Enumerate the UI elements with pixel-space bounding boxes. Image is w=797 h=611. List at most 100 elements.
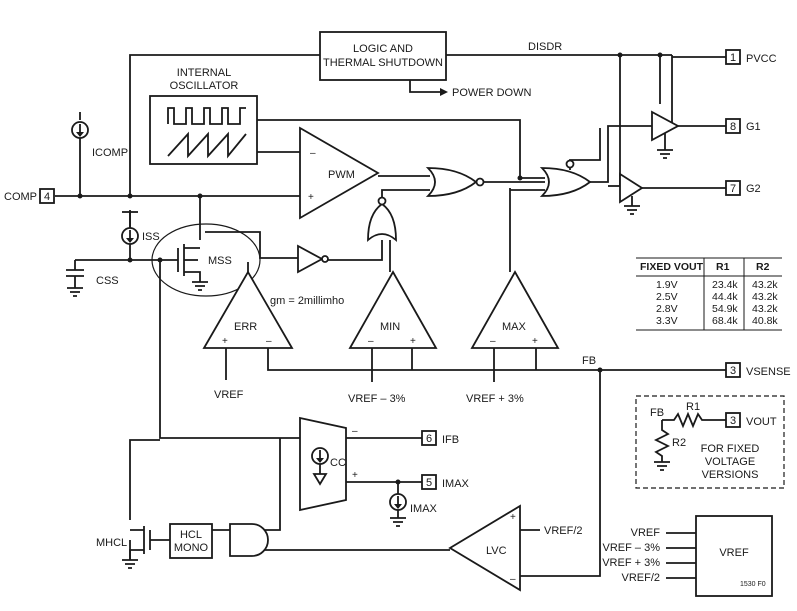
- svg-text:MSS: MSS: [208, 255, 232, 267]
- svg-text:2.5V: 2.5V: [656, 291, 678, 303]
- nor-gate-2: [367, 196, 397, 242]
- min-comparator: MIN – +: [348, 270, 438, 349]
- pin-8-g1: 8 G1: [725, 118, 761, 134]
- vref-label: VREF: [214, 389, 244, 401]
- nor-gate-3: [539, 159, 592, 197]
- svg-text:MIN: MIN: [380, 321, 400, 333]
- css-capacitor: CSS: [66, 269, 119, 297]
- svg-text:VOUT: VOUT: [746, 416, 777, 428]
- svg-text:ISS: ISS: [142, 231, 160, 243]
- svg-text:VSENSE: VSENSE: [746, 366, 791, 378]
- svg-text:IMAX: IMAX: [410, 503, 438, 515]
- svg-text:+: +: [510, 512, 516, 523]
- pin-3-vsense: 3 VSENSE: [725, 362, 791, 378]
- err-amplifier: ERR + – gm = 2millimho: [202, 270, 344, 349]
- g1-driver: [651, 110, 680, 159]
- svg-text:5: 5: [426, 477, 432, 489]
- hcl-mono-block: HCL MONO: [169, 523, 213, 559]
- svg-text:PWM: PWM: [328, 169, 355, 181]
- pin-1-pvcc: 1 PVCC: [725, 49, 777, 65]
- pin-5-imax: 5 IMAX: [421, 474, 470, 490]
- svg-text:44.4k: 44.4k: [712, 291, 738, 303]
- svg-text:+: +: [352, 470, 358, 481]
- svg-text:IFB: IFB: [442, 434, 459, 446]
- svg-text:VREF – 3%: VREF – 3%: [603, 542, 661, 554]
- svg-text:ICOMP: ICOMP: [92, 147, 128, 159]
- svg-text:CC: CC: [330, 457, 346, 469]
- svg-text:CSS: CSS: [96, 275, 119, 287]
- svg-text:+: +: [308, 192, 314, 203]
- nor-gate-1: [425, 167, 485, 197]
- svg-text:4: 4: [44, 191, 50, 203]
- lvc-amplifier: LVC + – VREF/2: [448, 504, 583, 592]
- svg-text:+: +: [222, 336, 228, 347]
- svg-text:FIXED VOUT: FIXED VOUT: [640, 261, 704, 273]
- fixed-voltage-table: FIXED VOUT R1 R2 1.9V 23.4k 43.2k 2.5V 4…: [636, 257, 782, 331]
- buffer: [297, 244, 329, 274]
- svg-text:G2: G2: [746, 183, 761, 195]
- svg-text:40.8k: 40.8k: [752, 315, 778, 327]
- pin-6-ifb: 6 IFB: [421, 430, 459, 446]
- svg-text:23.4k: 23.4k: [712, 279, 738, 291]
- pin-4-comp: 4 COMP: [4, 188, 55, 204]
- svg-text:68.4k: 68.4k: [712, 315, 738, 327]
- svg-text:gm = 2millimho: gm = 2millimho: [270, 295, 344, 307]
- max-comparator: MAX – +: [470, 270, 560, 349]
- svg-text:1530 F0: 1530 F0: [740, 581, 766, 588]
- svg-text:R1: R1: [716, 261, 730, 273]
- svg-text:THERMAL SHUTDOWN: THERMAL SHUTDOWN: [323, 57, 443, 69]
- junction-dots: [77, 52, 663, 485]
- imax-current-source: IMAX: [389, 493, 438, 527]
- svg-text:54.9k: 54.9k: [712, 303, 738, 315]
- mhcl-transistor: MHCL: [96, 526, 151, 569]
- svg-text:R2: R2: [756, 261, 770, 273]
- svg-text:VREF: VREF: [719, 547, 749, 559]
- wires: [55, 54, 726, 579]
- svg-text:6: 6: [426, 433, 432, 445]
- svg-text:FB: FB: [650, 407, 664, 419]
- mss-transistor: MSS: [151, 223, 261, 297]
- svg-text:2.8V: 2.8V: [656, 303, 678, 315]
- pin-7-g2: 7 G2: [725, 180, 761, 196]
- svg-text:–: –: [310, 148, 316, 159]
- and-gate: [229, 523, 269, 557]
- power-down-label: POWER DOWN: [452, 87, 531, 99]
- svg-text:1.9V: 1.9V: [656, 279, 678, 291]
- svg-text:MONO: MONO: [174, 542, 209, 554]
- svg-text:–: –: [368, 336, 374, 347]
- svg-text:VOLTAGE: VOLTAGE: [705, 456, 755, 468]
- cc-amplifier: – + CC: [299, 416, 358, 512]
- svg-text:43.2k: 43.2k: [752, 303, 778, 315]
- pwm-comparator: – + PWM: [299, 126, 380, 220]
- logic-thermal-shutdown-block: LOGIC AND THERMAL SHUTDOWN: [319, 31, 447, 81]
- svg-text:+: +: [532, 336, 538, 347]
- vref-minus-label: VREF – 3%: [348, 393, 406, 405]
- svg-text:43.2k: 43.2k: [752, 291, 778, 303]
- svg-text:–: –: [266, 336, 272, 347]
- svg-text:LVC: LVC: [486, 545, 507, 557]
- svg-text:43.2k: 43.2k: [752, 279, 778, 291]
- svg-text:LOGIC AND: LOGIC AND: [353, 43, 413, 55]
- svg-text:–: –: [510, 574, 516, 585]
- svg-text:1: 1: [730, 52, 736, 64]
- svg-text:COMP: COMP: [4, 191, 37, 203]
- svg-text:+: +: [410, 336, 416, 347]
- svg-text:VREF + 3%: VREF + 3%: [602, 557, 660, 569]
- svg-text:MHCL: MHCL: [96, 537, 127, 549]
- icomp-current-source: ICOMP: [71, 112, 128, 159]
- svg-text:PVCC: PVCC: [746, 53, 777, 65]
- svg-text:8: 8: [730, 121, 736, 133]
- svg-text:HCL: HCL: [180, 529, 202, 541]
- svg-text:VREF/2: VREF/2: [621, 572, 660, 584]
- iss-current-source: ISS: [121, 211, 160, 245]
- svg-text:ERR: ERR: [234, 321, 257, 333]
- vref-block: VREF VREF VREF – 3% VREF + 3% VREF/2 153…: [602, 515, 773, 597]
- svg-text:IMAX: IMAX: [442, 478, 470, 490]
- svg-text:3: 3: [730, 415, 736, 427]
- svg-text:MAX: MAX: [502, 321, 527, 333]
- svg-text:–: –: [352, 426, 358, 437]
- svg-text:R1: R1: [686, 401, 700, 413]
- power-down-arrow-icon: [440, 88, 448, 96]
